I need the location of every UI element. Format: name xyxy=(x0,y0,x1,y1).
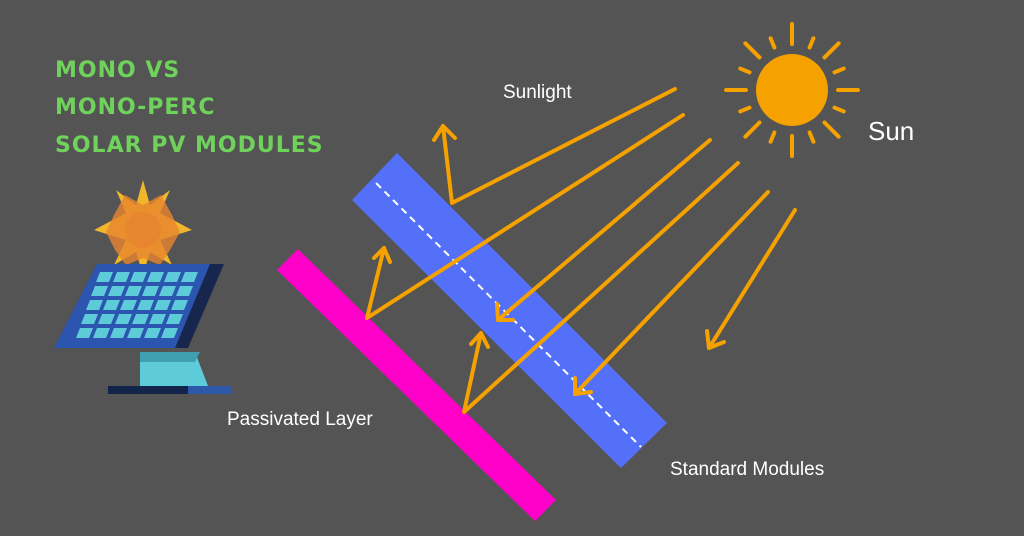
panel-cell xyxy=(127,328,144,338)
sun-ray xyxy=(822,120,841,139)
small-sun-icon xyxy=(94,180,192,275)
panel-cell xyxy=(159,286,176,296)
panel-cell xyxy=(154,300,171,310)
panel-cell xyxy=(166,314,183,324)
panel-cell xyxy=(125,286,142,296)
panel-cell xyxy=(98,314,115,324)
arrowhead xyxy=(372,246,392,264)
panel-cell xyxy=(96,272,113,282)
panel-cell xyxy=(176,286,193,296)
passivated-reflection-arrow-2 xyxy=(462,161,740,414)
sun-label: Sun xyxy=(868,116,915,146)
standard-modules-label: Standard Modules xyxy=(670,459,825,480)
module-centerline xyxy=(375,182,642,448)
sun-ray xyxy=(768,130,777,144)
arrowhead xyxy=(705,329,726,350)
panel-cell xyxy=(76,328,93,338)
panel-cell xyxy=(144,328,161,338)
sun-ray xyxy=(832,105,846,114)
solar-panel-icon xyxy=(54,180,232,394)
panel-cell xyxy=(103,300,120,310)
panel-cell xyxy=(81,314,98,324)
panel-cell xyxy=(181,272,198,282)
sun-ray xyxy=(807,36,816,50)
sun-ray xyxy=(832,66,846,75)
absorbed-arrow-2 xyxy=(573,190,770,396)
panel-cell xyxy=(147,272,164,282)
title-line-3: SOLAR PV MODULES xyxy=(55,133,324,158)
panel-cell xyxy=(120,300,137,310)
panel-cell xyxy=(142,286,159,296)
sun-ray xyxy=(738,105,752,114)
panel-cell xyxy=(137,300,154,310)
arrowhead xyxy=(495,302,515,322)
passivated-reflection-arrow-1 xyxy=(365,113,685,320)
sun-ray xyxy=(743,120,762,139)
panel-cell xyxy=(86,300,103,310)
panel-cell xyxy=(93,328,110,338)
panel-cell xyxy=(110,328,127,338)
panel-cell xyxy=(115,314,132,324)
sun-ray xyxy=(768,36,777,50)
sun-ray xyxy=(743,41,762,60)
arrowhead xyxy=(573,376,593,396)
panel-cell xyxy=(161,328,178,338)
panel-cell xyxy=(171,300,188,310)
sun-ray xyxy=(738,66,752,75)
panel-cell xyxy=(164,272,181,282)
title-line-2: MONO-PERC xyxy=(55,95,216,120)
passivated-layer-label: Passivated Layer xyxy=(227,409,373,430)
panel-cell xyxy=(113,272,130,282)
arrowhead xyxy=(432,124,457,142)
panel-cell xyxy=(91,286,108,296)
arrowhead xyxy=(469,331,490,349)
sunlight-label: Sunlight xyxy=(503,82,572,103)
panel-cell xyxy=(149,314,166,324)
passivated-layer xyxy=(277,249,556,521)
sun-ray xyxy=(822,41,841,60)
panel-cell xyxy=(130,272,147,282)
sun-ray xyxy=(807,130,816,144)
panel-cell xyxy=(132,314,149,324)
panel-cell xyxy=(108,286,125,296)
reflected-arrow xyxy=(441,87,677,205)
absorbed-arrow-1 xyxy=(496,138,712,322)
sun-icon xyxy=(724,22,860,158)
title-line-1: MONO VS xyxy=(55,58,181,83)
transmitted-arrow xyxy=(707,208,797,350)
